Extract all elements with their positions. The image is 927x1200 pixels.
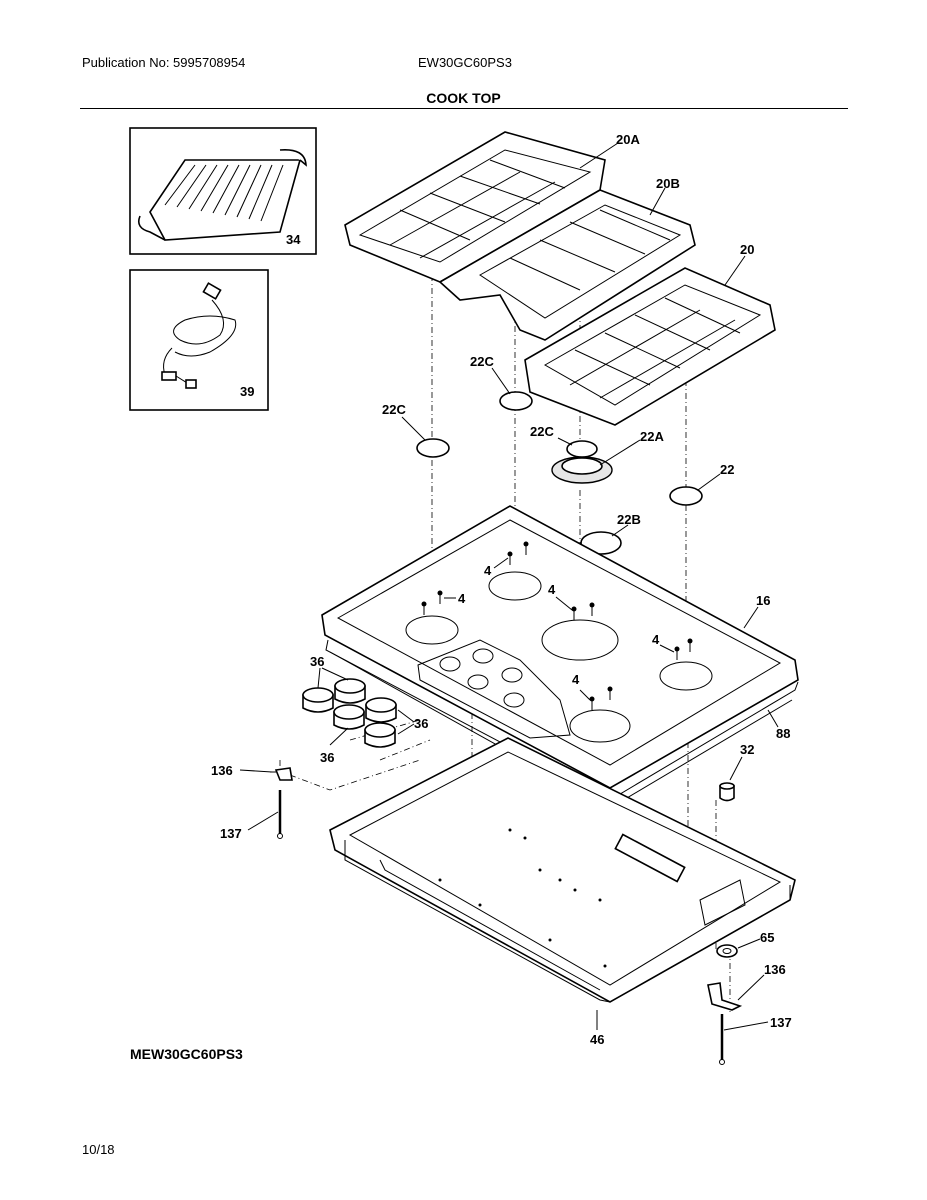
callout-36-top: 36 bbox=[310, 654, 324, 669]
publication-number: Publication No: 5995708954 bbox=[82, 55, 246, 70]
burner-cap-22C-left bbox=[416, 438, 450, 458]
callout-4-rear: 4 bbox=[484, 563, 492, 578]
header-rule bbox=[80, 108, 848, 109]
grate-20 bbox=[524, 267, 776, 426]
callout-22B: 22B bbox=[617, 512, 641, 527]
footer-model-number: MEW30GC60PS3 bbox=[130, 1046, 243, 1062]
knob-icon bbox=[302, 687, 334, 713]
callout-4-front: 4 bbox=[572, 672, 580, 687]
revision-date: 10/18 bbox=[82, 1142, 115, 1157]
callout-20: 20 bbox=[740, 242, 754, 257]
page-title: COOK TOP bbox=[426, 90, 501, 106]
callout-137-left: 137 bbox=[220, 826, 242, 841]
griddle-icon bbox=[137, 148, 307, 241]
screws-4 bbox=[421, 541, 693, 710]
callout-4-right: 4 bbox=[652, 632, 660, 647]
model-number: EW30GC60PS3 bbox=[418, 55, 512, 70]
callout-16: 16 bbox=[756, 593, 770, 608]
knob-icon bbox=[333, 704, 365, 730]
callout-4-center: 4 bbox=[548, 582, 556, 597]
callout-136-left: 136 bbox=[211, 763, 233, 778]
screw-137-right bbox=[719, 1014, 725, 1065]
callout-labels: 20A 20B 20 22C 22C 22C 22A 22 22B 4 4 4 … bbox=[211, 132, 792, 1047]
knob-icon bbox=[334, 678, 366, 704]
power-cord-icon bbox=[161, 282, 237, 389]
callout-32: 32 bbox=[740, 742, 754, 757]
knob-holes bbox=[439, 648, 525, 708]
callout-20B: 20B bbox=[656, 176, 680, 191]
burner-cap-22B bbox=[580, 531, 622, 555]
leader-lines bbox=[239, 142, 779, 1031]
bushing-32 bbox=[719, 782, 735, 802]
burner-box-46 bbox=[329, 737, 796, 1003]
callout-136-right: 136 bbox=[764, 962, 786, 977]
callout-88: 88 bbox=[776, 726, 790, 741]
callout-65: 65 bbox=[760, 930, 774, 945]
burner-assembly-22A bbox=[551, 440, 613, 484]
bracket-136-right bbox=[707, 982, 743, 1011]
callout-20A: 20A bbox=[616, 132, 640, 147]
grate-20B bbox=[438, 189, 696, 341]
callout-36-bottom: 36 bbox=[320, 750, 334, 765]
callout-137-right: 137 bbox=[770, 1015, 792, 1030]
inset-cord: 39 bbox=[129, 269, 269, 411]
callout-39: 39 bbox=[240, 384, 254, 399]
bracket-136-left bbox=[270, 767, 293, 781]
callout-4-left: 4 bbox=[458, 591, 466, 606]
callout-46: 46 bbox=[590, 1032, 604, 1047]
box-holes bbox=[438, 828, 607, 968]
callout-22C-rear: 22C bbox=[470, 354, 494, 369]
burner-caps bbox=[416, 391, 703, 555]
callout-36-right: 36 bbox=[414, 716, 428, 731]
knob-icon bbox=[365, 697, 397, 723]
screw-137-left bbox=[277, 790, 283, 839]
grommet-65 bbox=[716, 944, 738, 958]
inset-griddle: 34 bbox=[129, 127, 317, 255]
callout-22A: 22A bbox=[640, 429, 664, 444]
cooktop-16 bbox=[321, 505, 799, 789]
callout-22: 22 bbox=[720, 462, 734, 477]
callout-34: 34 bbox=[286, 232, 301, 247]
burner-cap-22C-rear bbox=[499, 391, 533, 411]
callout-22C-left: 22C bbox=[382, 402, 406, 417]
burner-cap-22 bbox=[669, 486, 703, 506]
knob-icon bbox=[364, 722, 396, 748]
callout-22C-center: 22C bbox=[530, 424, 554, 439]
knobs-36 bbox=[302, 678, 397, 748]
